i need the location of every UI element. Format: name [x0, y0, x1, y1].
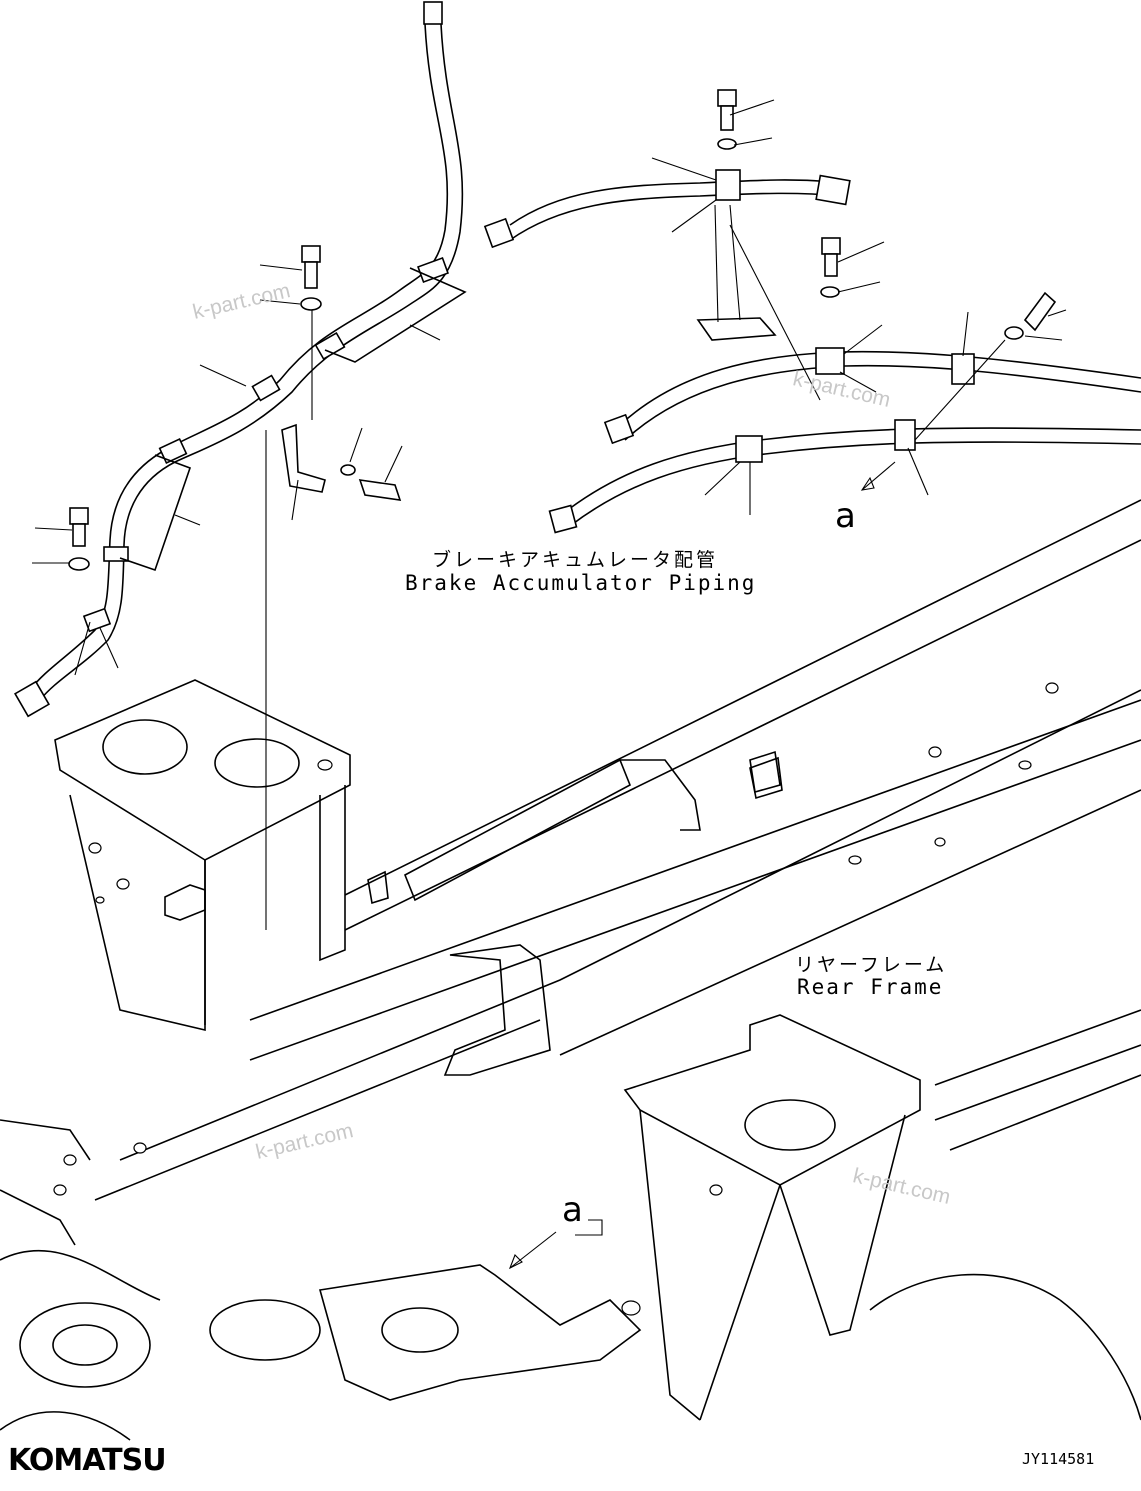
washer [820, 286, 840, 298]
rear-frame [0, 499, 1141, 1441]
bolt-shank [824, 253, 838, 277]
washer [1004, 326, 1024, 340]
clamp [103, 546, 129, 562]
washer [340, 464, 356, 476]
bolt-shank [720, 105, 734, 131]
washer [68, 557, 90, 571]
hose-end-fitting [603, 413, 635, 445]
diagram-title-japanese: ブレーキアキュムレータ配管 [432, 549, 719, 571]
bolt-shank [72, 523, 86, 547]
right-hose-assembly [483, 89, 1141, 534]
bolt [358, 479, 402, 501]
bolt-head [821, 237, 841, 255]
clamp [158, 438, 188, 464]
bolt-head [717, 89, 737, 107]
hose-end-fitting-left [14, 680, 50, 718]
callout-a-top: a [835, 496, 856, 536]
clamp [894, 419, 916, 451]
clamp [715, 169, 741, 201]
drawing-code: JY114581 [1022, 1450, 1095, 1468]
left-hose-assembly [14, 1, 467, 930]
hose-end-fitting [423, 1, 443, 25]
clamp [251, 374, 281, 402]
hose-end-fitting [815, 174, 851, 206]
washer [300, 297, 322, 311]
hose-end-fitting [483, 217, 515, 249]
washer [717, 138, 737, 150]
clamp [417, 257, 449, 283]
bolt [1023, 291, 1057, 332]
bolt-head [301, 245, 321, 263]
bracket-plate [696, 317, 777, 341]
hose-end-fitting [548, 504, 578, 534]
diagram-title-english: Brake Accumulator Piping [405, 571, 757, 595]
rear-frame-label-english: Rear Frame [797, 975, 944, 999]
clamp [735, 435, 763, 463]
clamp [815, 347, 845, 375]
bolt-shank [304, 261, 318, 289]
rear-frame-label-japanese: リヤーフレーム [795, 954, 948, 976]
clamp [314, 331, 346, 361]
komatsu-logo: KOMATSU [8, 1443, 167, 1478]
clamp [82, 607, 112, 633]
bolt-head [69, 507, 89, 525]
clamp [951, 353, 975, 385]
l-bracket [281, 423, 326, 493]
callout-a-bottom: a [562, 1190, 583, 1230]
